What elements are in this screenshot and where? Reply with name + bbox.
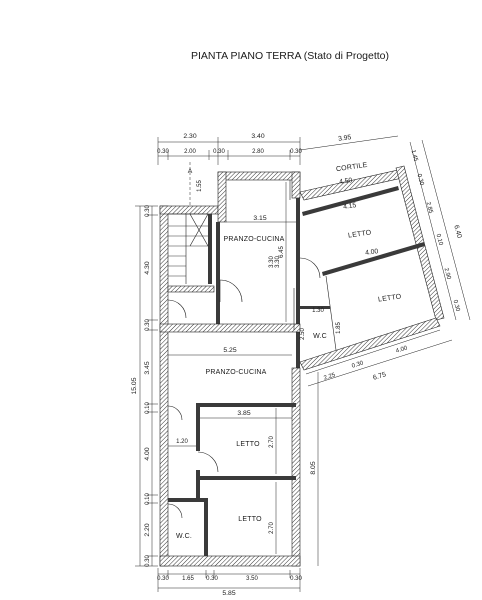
dim-left-8: 0.30 xyxy=(145,555,151,567)
dim-bottom-1: 1.65 xyxy=(182,576,194,582)
room-letto-lower-b: LETTO xyxy=(238,516,262,523)
dim-left-5: 4.00 xyxy=(144,447,151,460)
dim-left-2: 0.30 xyxy=(145,319,151,331)
bottom-dimensions: 0.30 1.65 0.30 3.50 0.30 5.85 xyxy=(157,568,302,597)
dim-top-row2-3: 2.80 xyxy=(252,149,264,155)
dim-right-1: 0.30 xyxy=(416,173,425,186)
dim-right-5: 0.30 xyxy=(452,299,461,312)
dim-400b: 4.00 xyxy=(395,345,409,354)
dim-385: 3.85 xyxy=(237,410,250,417)
dim-top-c: 3.95 xyxy=(338,134,352,143)
dim-225: 2.25 xyxy=(323,372,337,381)
plan-title: PIANTA PIANO TERRA (Stato di Progetto) xyxy=(191,50,389,62)
dim-030m: 0.30 xyxy=(351,360,365,369)
doors xyxy=(167,180,321,519)
dim-right-3: 0.10 xyxy=(435,233,444,246)
dim-185: 1.85 xyxy=(336,322,342,334)
dim-left-1: 4.30 xyxy=(144,261,151,274)
dim-left-6: 0.10 xyxy=(145,493,151,505)
dim-left-total: 15.05 xyxy=(131,377,138,394)
dim-155: 1.55 xyxy=(197,180,203,192)
dim-525: 5.25 xyxy=(223,347,236,354)
dim-right-total: 6.40 xyxy=(452,224,462,239)
dim-bottom-total: 5.85 xyxy=(222,590,235,597)
dim-bottom-0: 0.30 xyxy=(157,576,169,582)
room-pranzo-cucina-lower: PRANZO-CUCINA xyxy=(206,369,267,376)
dim-right-2: 2.85 xyxy=(425,201,434,214)
dim-right-0: 1.45 xyxy=(410,149,419,162)
dim-top-a: 2.30 xyxy=(183,133,196,140)
stair-marker: A xyxy=(188,168,193,175)
dim-bottom-4: 0.30 xyxy=(290,576,302,582)
dim-330b: 3.30 xyxy=(269,256,275,268)
inner-dimensions: 3.15 6.45 4.50 4.15 4.00 5.25 1.30 1.85 … xyxy=(168,177,379,566)
dim-315: 3.15 xyxy=(253,215,266,222)
dim-bottom-3: 3.50 xyxy=(246,576,258,582)
walls xyxy=(159,165,445,567)
room-letto-lower-a: LETTO xyxy=(236,441,260,448)
left-dimensions: 15.05 0.30 4.30 0.30 3.45 0.10 4.00 0.10… xyxy=(131,205,158,567)
dim-450: 4.50 xyxy=(339,177,353,186)
room-pranzo-cucina-upper: PRANZO-CUCINA xyxy=(224,236,285,243)
dim-675: 6.75 xyxy=(372,371,387,382)
dim-top-row2-0: 0.30 xyxy=(157,149,169,155)
room-letto-right-upper: LETTO xyxy=(348,229,373,239)
dim-250: 2.50 xyxy=(300,328,306,340)
dim-400a: 4.00 xyxy=(365,248,379,257)
room-wc-right: W.C xyxy=(313,333,327,340)
dim-330a: 3.30 xyxy=(275,256,281,268)
dim-130: 1.30 xyxy=(312,308,324,314)
room-letto-right-lower: LETTO xyxy=(378,293,403,303)
stairs xyxy=(168,213,209,284)
dim-right-4: 2.90 xyxy=(443,267,452,280)
dim-left-7: 2.20 xyxy=(144,523,151,536)
room-wc-lower: W.C. xyxy=(176,533,192,540)
top-dimensions: 2.30 3.40 0.30 2.00 0.30 2.80 0.30 3.95 xyxy=(157,133,399,165)
diagonal-dimensions: 2.25 0.30 4.00 6.75 1.45 0.30 2.85 0.10 … xyxy=(305,139,471,387)
dim-270a: 2.70 xyxy=(269,436,275,448)
dim-120: 1.20 xyxy=(176,439,188,445)
room-cortile: CORTILE xyxy=(336,162,368,173)
dim-645: 6.45 xyxy=(279,246,285,258)
dim-top-row2-4: 0.30 xyxy=(290,149,302,155)
dim-805: 8.05 xyxy=(310,461,317,474)
dim-left-0: 0.30 xyxy=(145,205,151,217)
dim-top-row2-1: 2.00 xyxy=(184,149,196,155)
dim-415: 4.15 xyxy=(343,202,357,211)
dim-left-3: 3.45 xyxy=(144,361,151,374)
dim-left-4: 0.10 xyxy=(145,402,151,414)
dim-bottom-2: 0.30 xyxy=(206,576,218,582)
dim-270b: 2.70 xyxy=(269,522,275,534)
dim-top-b: 3.40 xyxy=(251,133,264,140)
dim-top-row2-2: 0.30 xyxy=(213,149,225,155)
